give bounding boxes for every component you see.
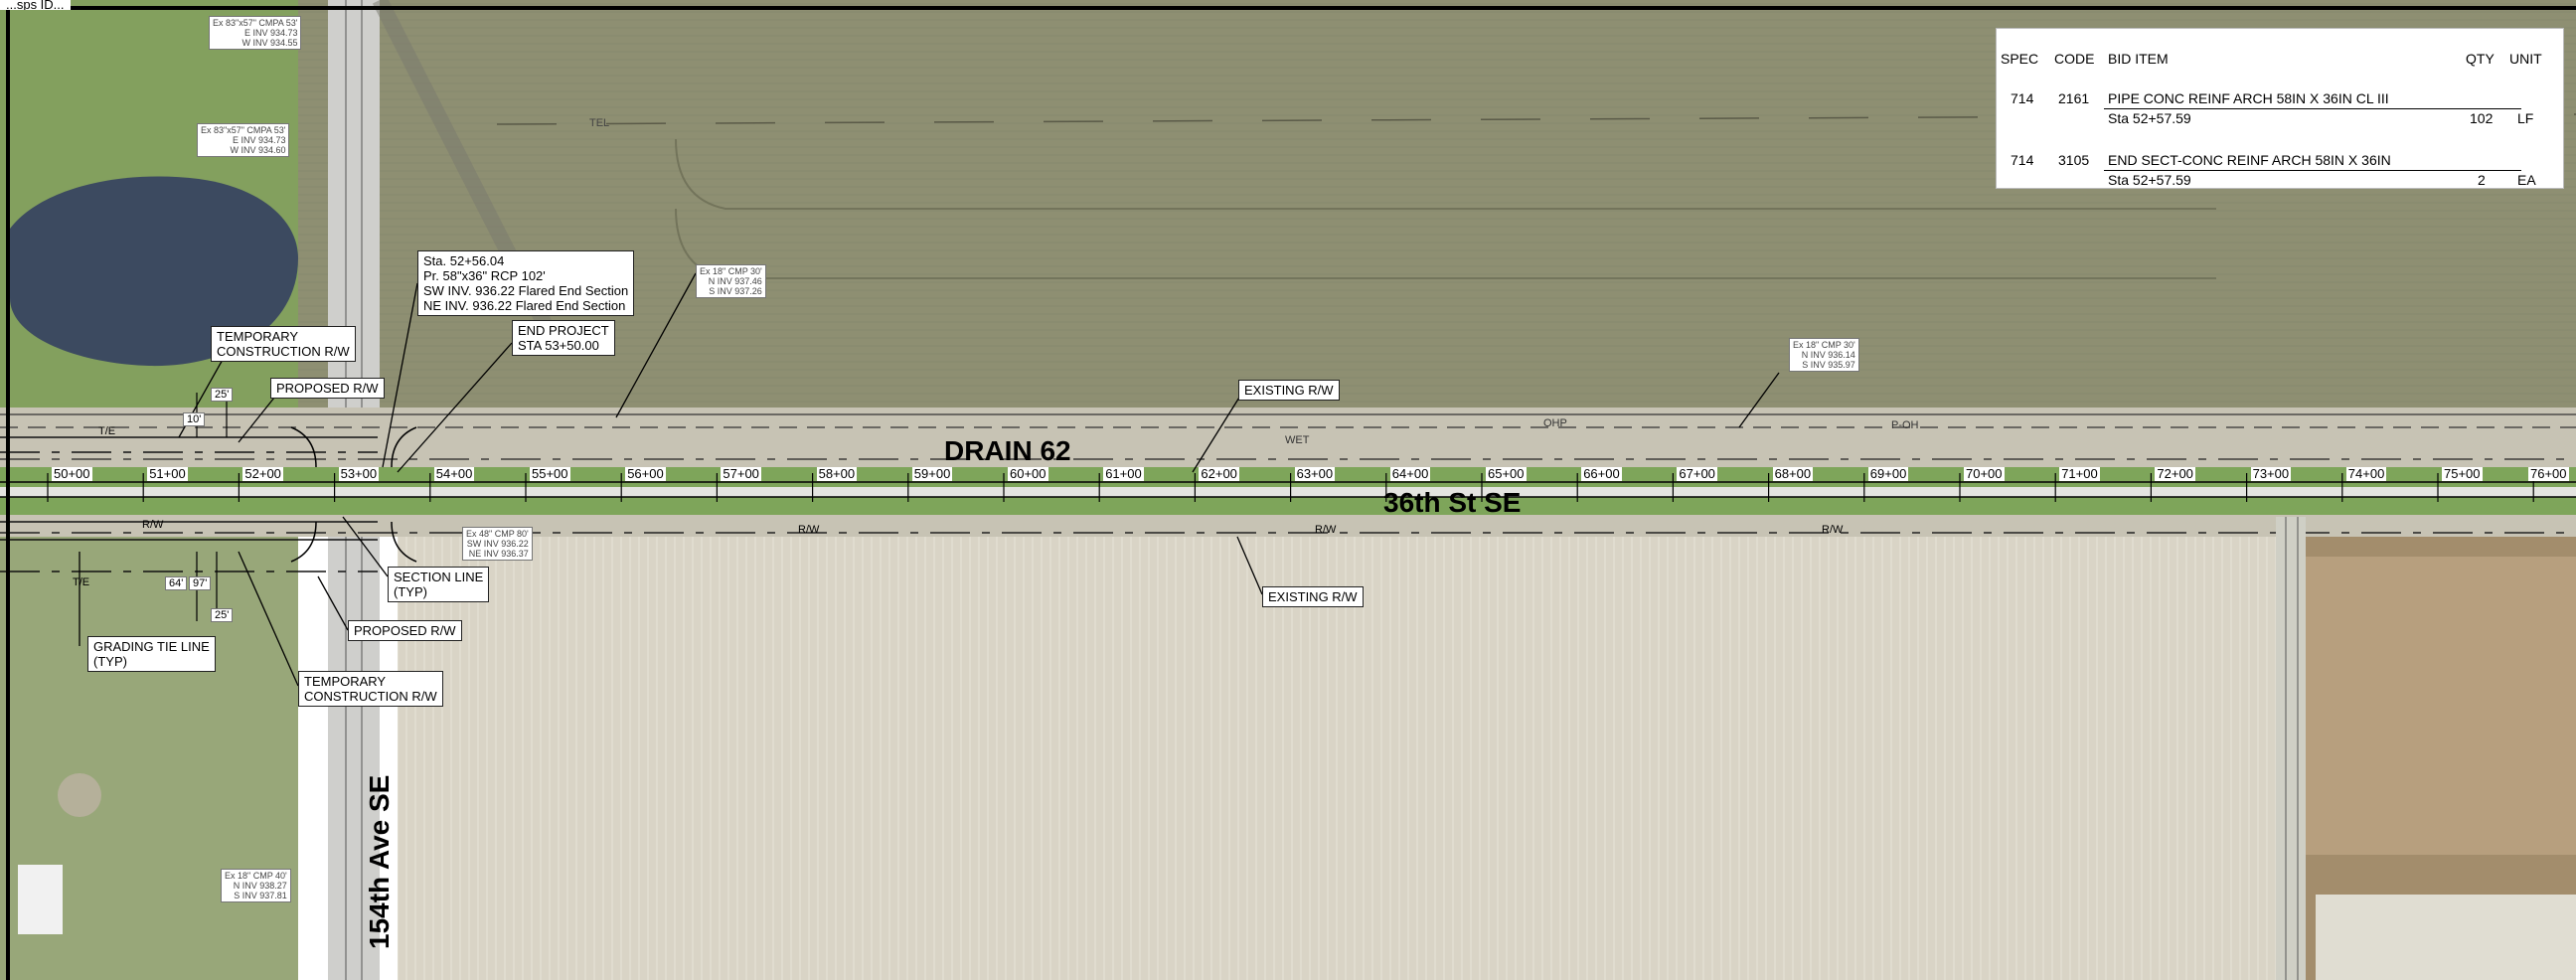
station-label: 68+00	[1772, 466, 1814, 481]
station-label: 75+00	[2442, 466, 2483, 481]
row-qty: 102	[2470, 110, 2494, 126]
station-label: 73+00	[2250, 466, 2292, 481]
header-code: CODE	[2054, 51, 2095, 67]
wet-label: WET	[1285, 434, 1310, 446]
street-label-36th: 36th St SE	[1383, 487, 1522, 518]
header-unit: UNIT	[2509, 51, 2542, 67]
dimension-25ft: 25'	[211, 388, 234, 402]
pond	[10, 176, 298, 367]
drain-label: DRAIN 62	[944, 435, 1071, 466]
station-label: 65+00	[1486, 466, 1527, 481]
station-label: 52+00	[242, 466, 283, 481]
row-unit: EA	[2517, 172, 2536, 188]
dimension-64ft: 64'	[165, 576, 188, 590]
row-code: 3105	[2058, 152, 2090, 168]
station-label: 56+00	[625, 466, 666, 481]
station-label: 51+00	[147, 466, 188, 481]
station-label: 70+00	[1964, 466, 2005, 481]
culvert-note: Ex 18" CMP 30' N INV 937.46 S INV 937.26	[696, 264, 766, 298]
callout-existing-row-top: EXISTING R/W	[1238, 380, 1340, 401]
rw-label: R/W	[142, 519, 164, 531]
header-qty: QTY	[2466, 51, 2495, 67]
callout-temporary-row-bottom: TEMPORARY CONSTRUCTION R/W	[298, 671, 443, 707]
culvert-note: Ex 18" CMP 30' N INV 936.14 S INV 935.97	[1789, 338, 1859, 372]
culvert-note: Ex 48" CMP 80' SW INV 936.22 NE INV 936.…	[462, 527, 533, 561]
tel-line	[496, 113, 2576, 125]
rw-label: R/W	[1315, 524, 1337, 536]
header-bid-item: BID ITEM	[2108, 51, 2169, 67]
station-label: 69+00	[1867, 466, 1909, 481]
poh-label: P-OH	[1891, 419, 1919, 431]
callout-end-project: END PROJECT STA 53+50.00	[512, 320, 615, 356]
station-label: 58+00	[816, 466, 858, 481]
callout-existing-row-bottom: EXISTING R/W	[1262, 586, 1364, 607]
station-label: 59+00	[911, 466, 953, 481]
station-label: 61+00	[1103, 466, 1144, 481]
station-label: 64+00	[1389, 466, 1431, 481]
row-station: Sta 52+57.59	[2108, 172, 2191, 188]
rw-label: R/W	[1822, 524, 1844, 536]
station-label: 67+00	[1677, 466, 1717, 481]
callout-proposed-row-bottom: PROPOSED R/W	[348, 620, 462, 641]
culvert-note: Ex 83"x57" CMPA 53' E INV 934.73 W INV 9…	[197, 123, 290, 157]
rw-label: R/W	[798, 524, 820, 536]
dimension-97ft: 97'	[189, 576, 212, 590]
station-label: 71+00	[2059, 466, 2100, 481]
row-spec: 714	[2011, 90, 2034, 106]
culvert-note: Ex 83"x57" CMPA 53' E INV 934.73 W INV 9…	[209, 16, 302, 50]
station-label: 76+00	[2528, 466, 2569, 481]
station-label: 50+00	[52, 466, 92, 481]
station-label: 66+00	[1581, 466, 1622, 481]
station-label: 74+00	[2345, 466, 2387, 481]
station-label: 55+00	[530, 466, 570, 481]
callout-section-line: SECTION LINE (TYP)	[388, 567, 490, 602]
callout-grading-tie: GRADING TIE LINE (TYP)	[87, 636, 216, 672]
row-spec: 714	[2011, 152, 2034, 168]
bid-item-table: SPEC CODE BID ITEM QTY UNIT 714 2161 PIP…	[1996, 28, 2564, 189]
dimension-10ft: 10'	[183, 412, 206, 426]
te-label: T/E	[98, 425, 116, 437]
station-label: 53+00	[338, 466, 380, 481]
row-qty: 2	[2478, 172, 2486, 188]
te-label: T/E	[73, 576, 90, 588]
station-label: 62+00	[1199, 466, 1239, 481]
station-label: 60+00	[1008, 466, 1048, 481]
tel-label: TEL	[589, 117, 610, 129]
station-label: 57+00	[721, 466, 761, 481]
row-code: 2161	[2058, 90, 2090, 106]
ohp-label: OHP	[1543, 417, 1567, 429]
station-label: 54+00	[433, 466, 475, 481]
row-bid-item: END SECT-CONC REINF ARCH 58IN X 36IN	[2108, 152, 2391, 168]
station-label: 72+00	[2155, 466, 2195, 481]
row-station: Sta 52+57.59	[2108, 110, 2191, 126]
row-unit: LF	[2517, 110, 2534, 126]
culvert-note: Ex 18" CMP 40' N INV 938.27 S INV 937.81	[221, 869, 291, 902]
callout-proposed-row-top: PROPOSED R/W	[270, 378, 385, 399]
station-label: 63+00	[1294, 466, 1336, 481]
sheet-header: ...sps ID...	[0, 0, 71, 10]
header-spec: SPEC	[2001, 51, 2039, 67]
row-bid-item: PIPE CONC REINF ARCH 58IN X 36IN CL III	[2108, 90, 2389, 106]
callout-temporary-row-top: TEMPORARY CONSTRUCTION R/W	[211, 326, 356, 362]
dimension-25ft-bottom: 25'	[211, 608, 234, 622]
street-label-154th: 154th Ave SE	[364, 774, 395, 949]
callout-station-note: Sta. 52+56.04 Pr. 58"x36" RCP 102' SW IN…	[417, 250, 635, 316]
